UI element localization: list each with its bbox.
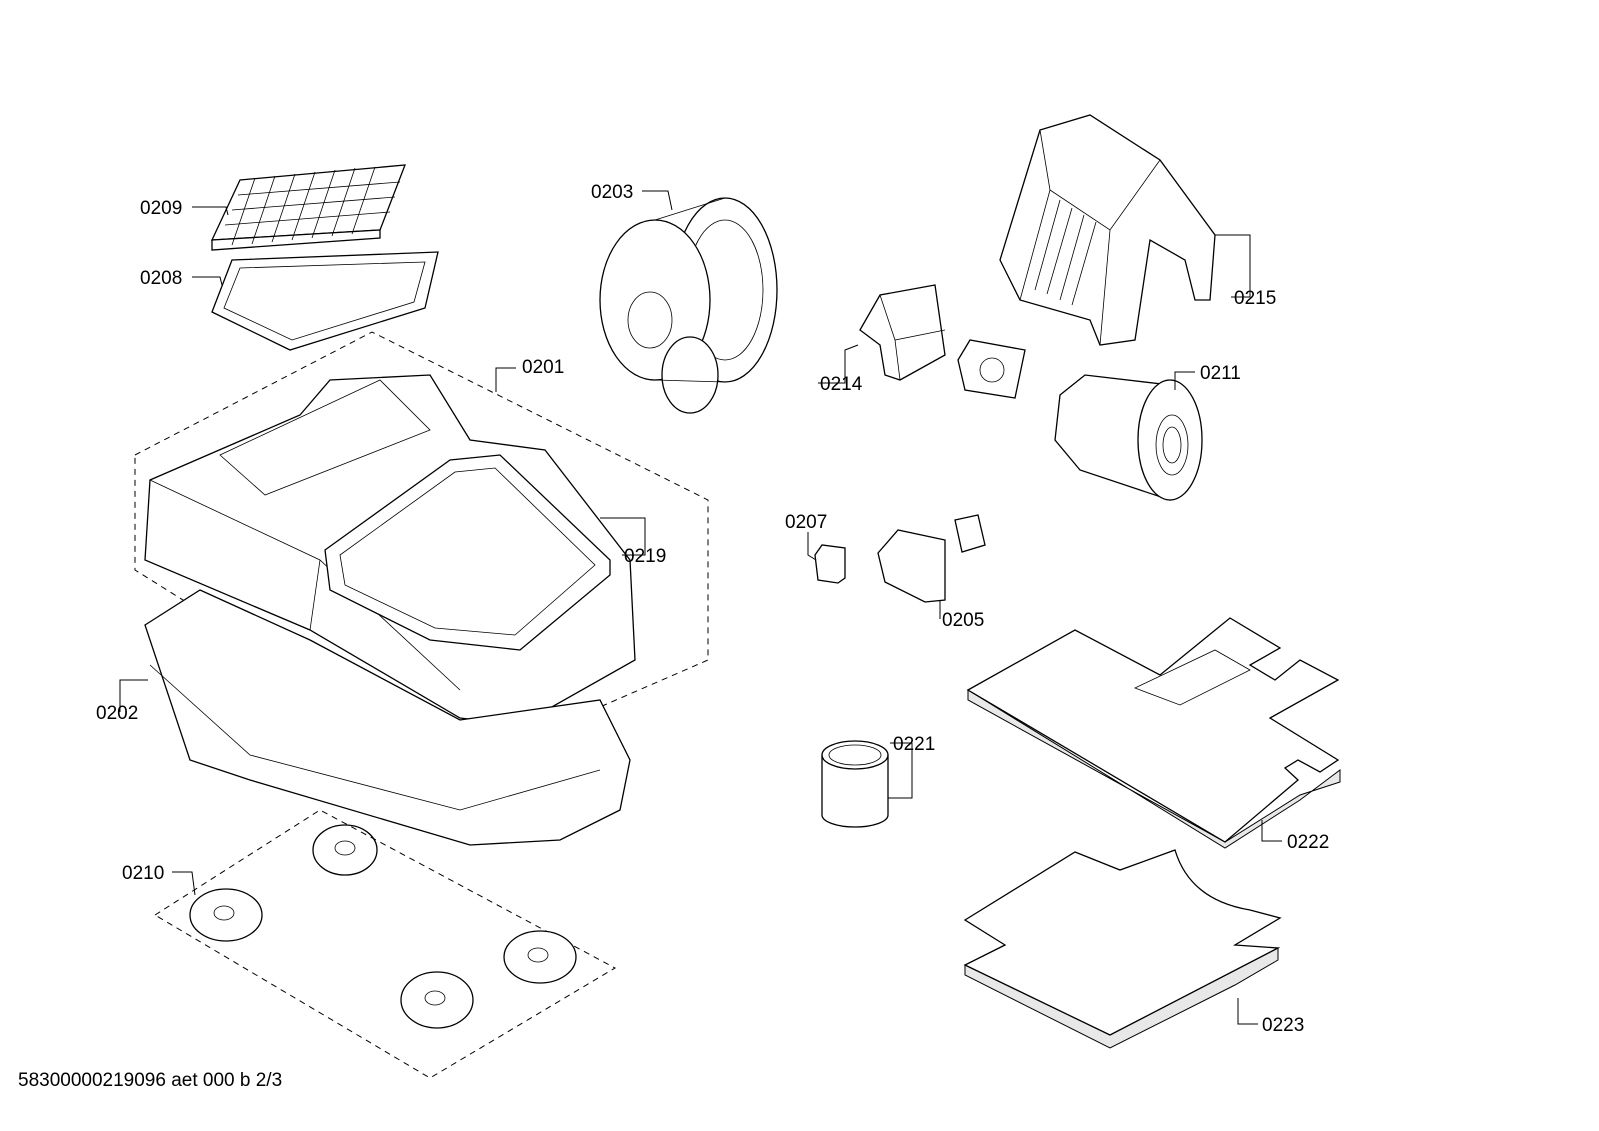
callout-0214: 0214 <box>820 374 863 395</box>
part-0214-bracket <box>859 284 946 381</box>
callout-0205: 0205 <box>942 610 984 631</box>
callout-0207: 0207 <box>785 512 827 533</box>
part-motor-mount <box>957 339 1026 399</box>
callout-0222: 0222 <box>1287 832 1329 853</box>
leader-lines <box>119 190 1282 1025</box>
part-wheel-center <box>312 824 378 876</box>
part-0223-foam-pad <box>963 849 1282 1049</box>
part-0208-filter-frame <box>211 251 439 351</box>
callout-0208: 0208 <box>140 268 182 289</box>
callout-0210: 0210 <box>122 863 164 884</box>
part-0211-motor <box>1054 374 1203 501</box>
callout-0211: 0211 <box>1200 363 1241 384</box>
drawing-footer: 58300000219096 aet 000 b 2/3 <box>18 1070 282 1091</box>
part-0210-wheel <box>189 888 577 1029</box>
callout-0203: 0203 <box>591 182 633 203</box>
callout-0202: 0202 <box>96 703 138 724</box>
part-0207-switch <box>814 544 846 584</box>
part-0205-circuit-board <box>877 514 986 603</box>
part-0219-seal <box>324 454 611 651</box>
part-0222-foam-pad <box>966 617 1341 849</box>
part-0215-motor-cover <box>999 114 1216 346</box>
part-0202-bottom-housing <box>144 589 631 846</box>
callout-0219: 0219 <box>624 546 666 567</box>
part-0203-cable-reel <box>599 197 778 414</box>
part-0221-cylinder-filter <box>821 740 889 828</box>
callout-0209: 0209 <box>140 198 182 219</box>
dashed-outline-0201 <box>134 331 709 771</box>
part-0209-filter-grid <box>210 164 406 251</box>
callout-0215: 0215 <box>1234 288 1276 309</box>
callout-0221: 0221 <box>893 734 935 755</box>
callout-0223: 0223 <box>1262 1015 1304 1036</box>
callout-0201: 0201 <box>522 357 564 378</box>
dashed-outline-0210 <box>154 809 617 1079</box>
